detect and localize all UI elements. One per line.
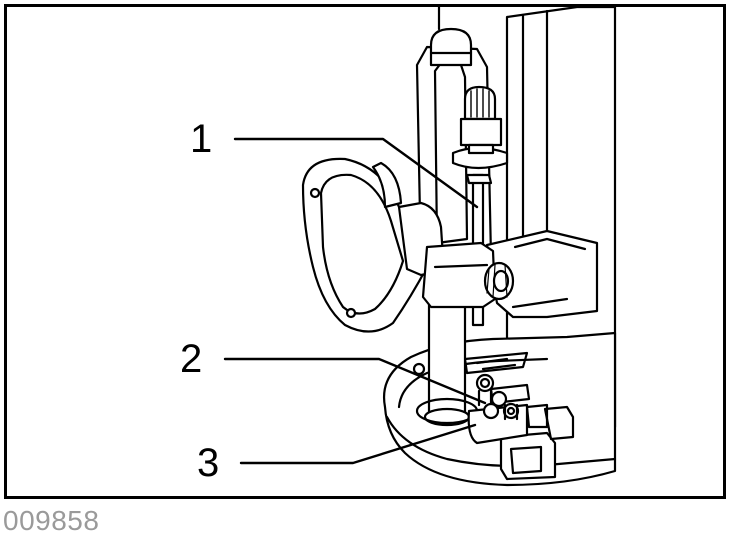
shoulder-line-2 (511, 297, 569, 309)
base-hatch (463, 351, 529, 375)
post-clamp (421, 241, 497, 309)
stopper-screw-4-head (506, 406, 516, 416)
callout-1-label: 1 (190, 117, 213, 161)
leader-line-2 (223, 357, 487, 405)
base-block-2 (543, 405, 575, 441)
figure-code: 009858 (3, 505, 100, 536)
shoulder-line (513, 237, 587, 251)
base-screw (412, 362, 426, 376)
column-cap (429, 27, 473, 67)
stopper-pole-collar (465, 173, 493, 185)
callout-3-label: 3 (197, 441, 220, 485)
adjust-knob-top (463, 85, 497, 121)
leader-line-3 (239, 423, 477, 465)
housing-shoulder (485, 229, 599, 319)
figure-frame: 1 2 3 (4, 4, 726, 499)
base-hatch-line (475, 357, 517, 371)
knob-neck (467, 143, 495, 155)
stopper-screw-posts (477, 389, 519, 421)
base-block-3 (525, 403, 549, 429)
stopper-screw-1-head (479, 377, 491, 389)
knob-body (459, 117, 503, 147)
stopper-screw-3 (482, 402, 500, 420)
base-block-inner (509, 445, 543, 475)
handle-inner (319, 173, 405, 315)
handle-fin (371, 161, 403, 209)
stopper-screw-1 (475, 373, 495, 393)
callout-2-label: 2 (180, 337, 203, 381)
leader-line-1 (233, 137, 479, 209)
knob-ridges (470, 88, 490, 118)
router-illustration (223, 7, 617, 487)
handle-dot-bottom (345, 307, 357, 319)
handle-dot-top (309, 187, 321, 199)
post-clamp-line (433, 263, 489, 269)
clamp-knob-ridges (486, 264, 508, 298)
